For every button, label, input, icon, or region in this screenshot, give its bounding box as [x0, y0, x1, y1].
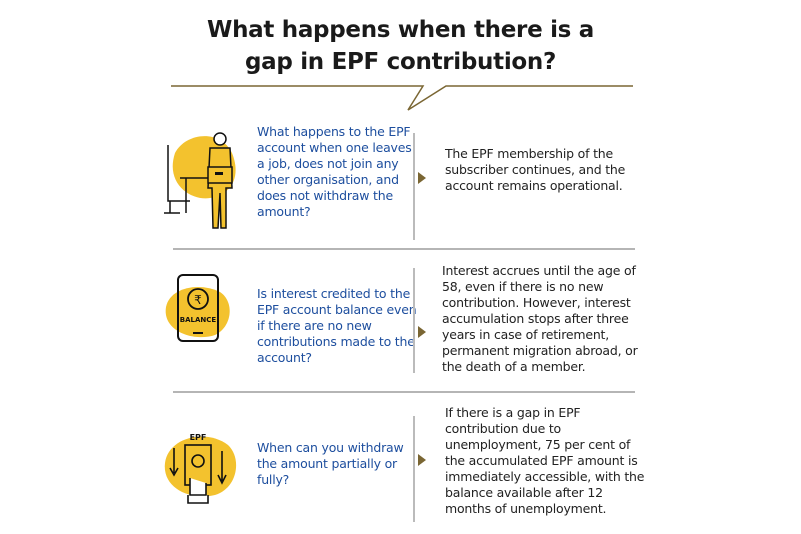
- arrow-right-icon: [418, 326, 426, 338]
- page-title: What happens when there is a gap in EPF …: [0, 14, 801, 78]
- person-leaving-job-icon: [164, 132, 236, 229]
- arrow-right-icon: [418, 454, 426, 466]
- faq-row-1: What happens to the EPF account when one…: [160, 118, 640, 243]
- faq-row-3: EPF When can you withdraw the amount par…: [160, 405, 644, 528]
- column-divider: [413, 416, 415, 522]
- title-line-1: What happens when there is a: [207, 17, 594, 43]
- phone-balance-icon: ₹ BALANCE: [165, 274, 230, 342]
- row-divider: [173, 391, 635, 393]
- column-divider: [413, 268, 415, 373]
- svg-text:₹: ₹: [194, 293, 202, 307]
- question-text: What happens to the EPF account when one…: [257, 124, 412, 219]
- epf-withdrawal-icon: EPF: [164, 433, 237, 504]
- title-line-2: gap in EPF contribution?: [244, 49, 557, 75]
- answer-text: The EPF membership of the subscriber con…: [445, 146, 626, 193]
- balance-label: BALANCE: [180, 316, 217, 324]
- speech-bubble-line: [171, 85, 633, 111]
- column-divider: [413, 133, 415, 240]
- answer-text: If there is a gap in EPF contribution du…: [445, 405, 645, 516]
- arrow-right-icon: [418, 172, 426, 184]
- answer-text: Interest accrues until the age of 58, ev…: [442, 263, 638, 374]
- question-text: When can you withdraw the amount partial…: [257, 440, 404, 487]
- faq-row-2: ₹ BALANCE Is interest credited to the EP…: [160, 262, 640, 382]
- row-divider: [173, 248, 635, 250]
- question-text: Is interest credited to the EPF account …: [257, 286, 417, 365]
- epf-label: EPF: [190, 433, 207, 442]
